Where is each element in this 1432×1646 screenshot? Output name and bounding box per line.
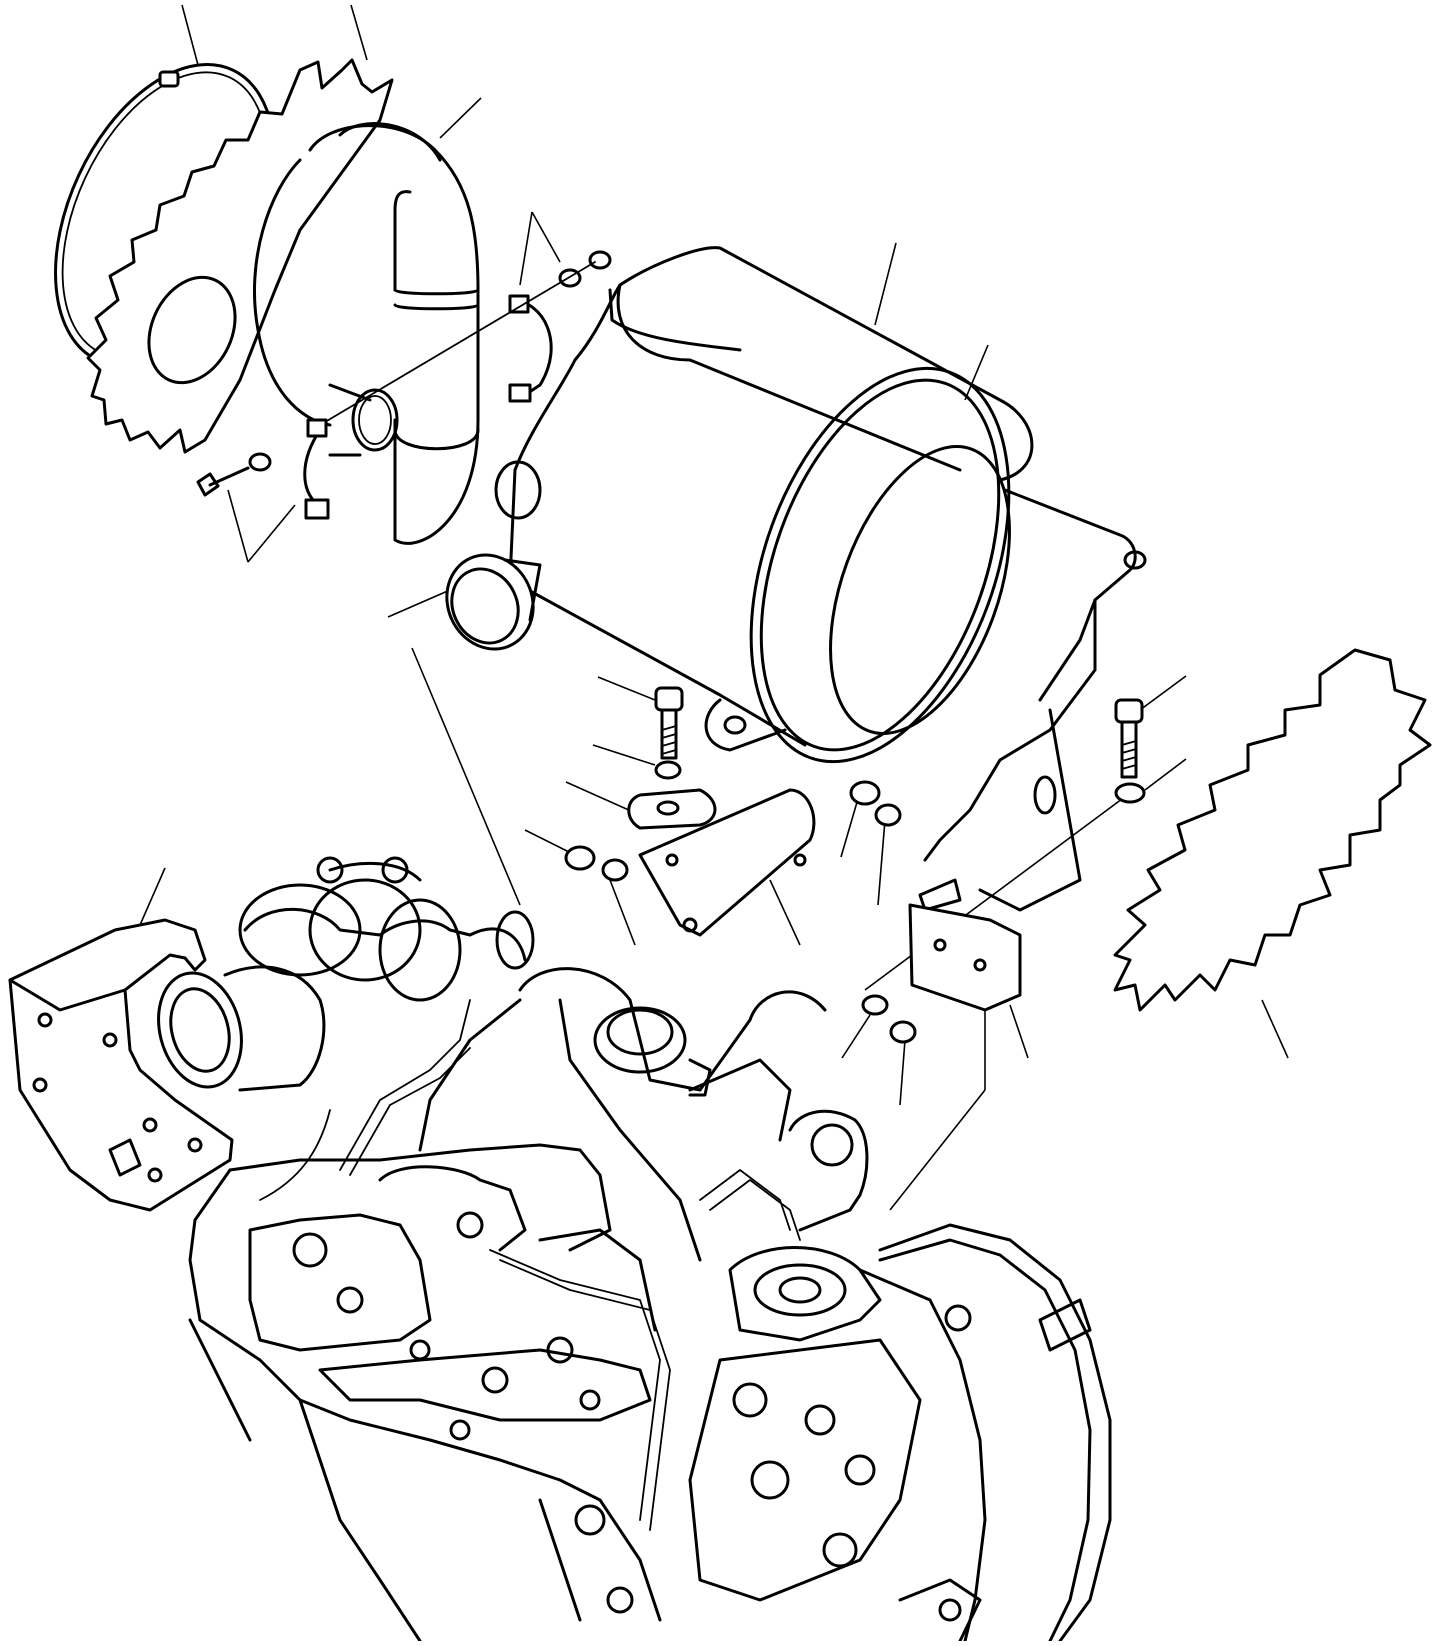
leader-nut-right-low [899,1039,906,1106]
leader-washer-mid-to-block [864,792,1131,991]
muffler-body [508,246,1147,912]
leader-bolt-left [597,676,656,701]
leader-washer-right [1144,758,1187,791]
mount-hardware-left [564,686,816,937]
leader-cap-right [1261,999,1289,1059]
leader-engine-mount [889,1089,986,1211]
leader-nut-left [524,829,576,856]
pipe-clamp-lower [196,418,330,520]
leader-clamp-nuts-a [531,211,561,263]
leader-bracket-left [769,879,801,946]
leader-clamp-ring [181,4,199,66]
leader-elbow-pipe [439,97,482,139]
leader-outlet-to-turbo [411,647,521,906]
leader-outlet-gasket [387,589,451,618]
mount-hardware-mid [849,780,962,912]
outlet-gasket [445,460,542,651]
leader-washer-left [592,744,656,766]
mount-hardware-right [861,698,1146,1044]
pipe-clamp-upper [319,250,612,426]
rain-cap-left [86,58,394,454]
engine-assembly [157,856,1112,1643]
leader-nut-mid [877,819,886,906]
leader-clamp-nuts-b [519,211,533,286]
leader-washer-right-low [841,1014,871,1059]
heat-shield-bracket [8,918,234,1212]
rain-cap-right [1113,648,1432,1012]
leader-bolt-clamp-a [227,489,249,563]
leader-heat-shield [139,867,166,926]
leader-muffler-body [874,242,897,326]
leader-ring-gasket [964,344,989,401]
leader-bolt-right [1139,675,1187,711]
leader-bolt-clamp-b [247,504,296,563]
elbow-pipe [253,122,480,545]
leader-cap-left [350,4,368,61]
leader-block-right [1009,1004,1029,1059]
leader-washer-lower [609,879,636,946]
